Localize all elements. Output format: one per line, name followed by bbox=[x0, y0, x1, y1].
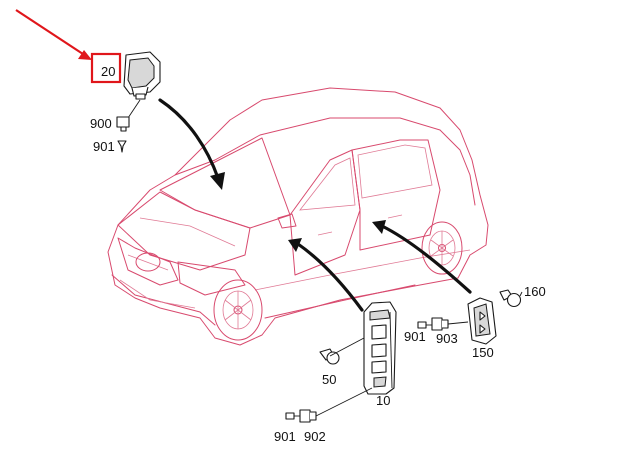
label-902: 902 bbox=[304, 429, 326, 444]
part-900-connector bbox=[116, 99, 141, 132]
part-10-switch-panel bbox=[363, 301, 397, 395]
label-160: 160 bbox=[524, 284, 546, 299]
label-901-b: 901 bbox=[404, 329, 426, 344]
highlight-box bbox=[90, 52, 122, 84]
label-10: 10 bbox=[376, 393, 390, 408]
locator-arrow-150 bbox=[372, 220, 472, 294]
part-902-connector bbox=[299, 387, 373, 423]
part-901-pin-a bbox=[117, 140, 127, 153]
car-illustration bbox=[107, 87, 489, 346]
highlight-callout bbox=[15, 9, 122, 84]
part-160-screw bbox=[499, 289, 523, 308]
label-50: 50 bbox=[322, 372, 336, 387]
label-903: 903 bbox=[436, 331, 458, 346]
label-901-a: 901 bbox=[93, 139, 115, 154]
part-50-screw bbox=[319, 337, 365, 365]
locator-arrow-20 bbox=[158, 98, 225, 190]
part-150-switch bbox=[467, 297, 497, 345]
part-901-pin-b bbox=[417, 321, 432, 329]
locator-arrow-10 bbox=[288, 238, 364, 312]
part-20-switch bbox=[123, 51, 161, 100]
label-20: 20 bbox=[101, 64, 115, 79]
label-901-c: 901 bbox=[274, 429, 296, 444]
label-900: 900 bbox=[90, 116, 112, 131]
part-901-pin-c bbox=[285, 412, 300, 420]
highlight-arrow-head bbox=[78, 50, 92, 60]
part-903-connector bbox=[431, 317, 469, 331]
highlight-arrow bbox=[15, 9, 87, 57]
label-150: 150 bbox=[472, 345, 494, 360]
